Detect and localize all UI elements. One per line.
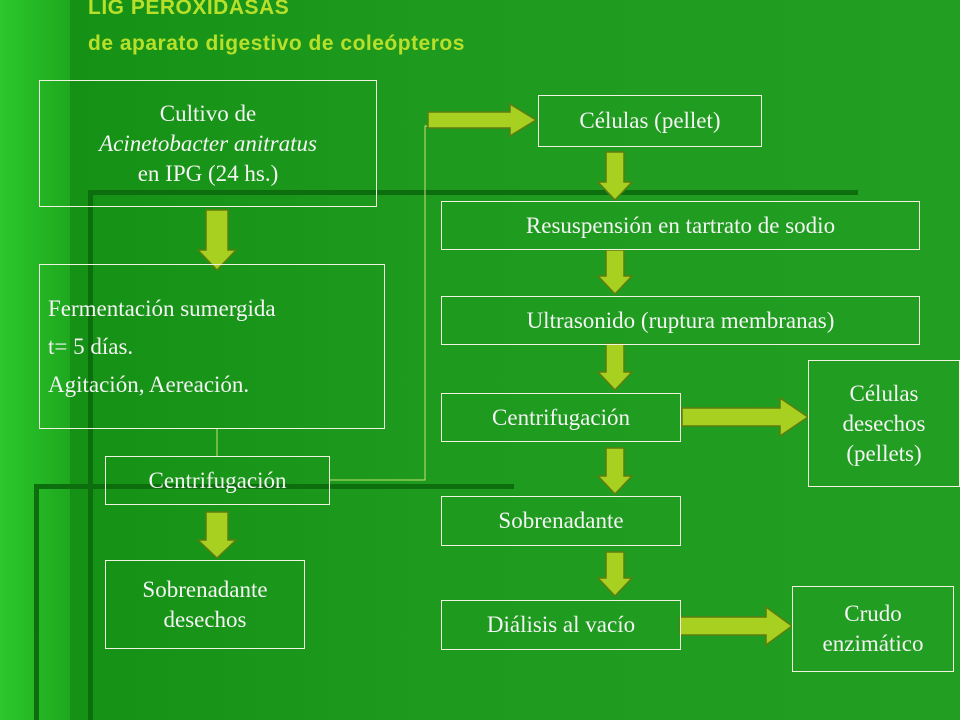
celulas-desechos-line1: Células xyxy=(849,380,919,406)
box-celulas-desechos: Células desechos (pellets) xyxy=(808,360,960,487)
box-centrifugacion-right: Centrifugación xyxy=(441,393,681,442)
decorative-bar xyxy=(34,484,39,720)
box-centrifugacion-left: Centrifugación xyxy=(105,456,330,505)
decorative-bar xyxy=(34,484,514,489)
arrow-down-icon xyxy=(196,209,238,272)
box-resuspension: Resuspensión en tartrato de sodio xyxy=(441,201,920,250)
box-sobrenadante-desechos: Sobrenadante desechos xyxy=(105,560,305,649)
box-ultrasonido: Ultrasonido (ruptura membranas) xyxy=(441,296,920,345)
celulas-pellet-label: Células (pellet) xyxy=(579,108,721,133)
celulas-desechos-line2: desechos xyxy=(842,410,926,436)
box-fermentacion: Fermentación sumergida t= 5 días. Agitac… xyxy=(39,264,385,429)
crudo-line1: Crudo xyxy=(844,601,902,626)
crudo-line2: enzimático xyxy=(822,631,924,656)
celulas-desechos-line3: (pellets) xyxy=(846,440,922,466)
cultivo-organism: Acinetobacter anitratus xyxy=(99,130,317,156)
box-dialisis: Diálisis al vacío xyxy=(441,600,681,650)
arrow-down-icon xyxy=(596,447,634,496)
fermentacion-line2: t= 5 días. xyxy=(48,333,134,359)
centrifugacion-left-label: Centrifugación xyxy=(148,467,287,493)
box-celulas-pellet: Células (pellet) xyxy=(538,95,762,147)
arrow-down-icon xyxy=(596,343,634,392)
arrow-down-icon xyxy=(596,249,634,296)
box-crudo-enzimatico: Crudo enzimático xyxy=(792,586,954,672)
sobrenadante-label: Sobrenadante xyxy=(498,508,624,533)
sobrenadante-desechos-line1: Sobrenadante xyxy=(142,576,268,602)
box-sobrenadante: Sobrenadante xyxy=(441,496,681,546)
ultrasonido-label: Ultrasonido (ruptura membranas) xyxy=(526,307,835,333)
decorative-bar xyxy=(88,190,858,195)
centrifugacion-right-label: Centrifugación xyxy=(492,404,630,430)
arrow-right-icon xyxy=(427,102,538,138)
dialisis-label: Diálisis al vacío xyxy=(486,612,636,637)
cultivo-line3: en IPG (24 hs.) xyxy=(137,160,279,186)
arrow-right-icon xyxy=(681,396,810,438)
cultivo-line1: Cultivo de xyxy=(159,100,257,126)
arrow-right-icon xyxy=(679,605,794,647)
slide-subtitle: de aparato digestivo de coleópteros xyxy=(88,32,465,55)
slide-title: LIG PEROXIDASAS xyxy=(88,0,290,19)
sobrenadante-desechos-line2: desechos xyxy=(163,606,247,632)
decorative-bar xyxy=(88,190,93,720)
arrow-down-icon xyxy=(596,551,634,598)
arrow-down-icon xyxy=(196,511,238,560)
fermentacion-line3: Agitación, Aereación. xyxy=(48,371,250,397)
fermentacion-line1: Fermentación sumergida xyxy=(48,295,276,321)
resuspension-label: Resuspensión en tartrato de sodio xyxy=(525,212,836,238)
box-cultivo: Cultivo de Acinetobacter anitratus en IP… xyxy=(39,80,377,207)
